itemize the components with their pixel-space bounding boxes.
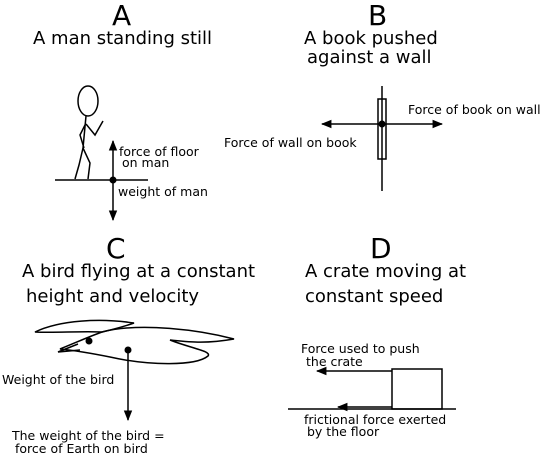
- panel-a-title: A man standing still: [33, 28, 213, 49]
- panel-d-letter: D: [370, 232, 392, 265]
- panel-c-title-line2: height and velocity: [26, 286, 200, 307]
- bird-body: [59, 326, 235, 365]
- man-left-arm: [79, 124, 86, 149]
- label-push-1: Force used to push: [301, 341, 420, 356]
- panel-d-title-line1: A crate moving at: [305, 261, 467, 282]
- panel-c-title-line1: A bird flying at a constant: [22, 261, 256, 282]
- label-book-on-wall: Force of book on wall: [408, 102, 541, 117]
- man-right-arm: [85, 120, 104, 137]
- man-head: [77, 85, 99, 117]
- crate-box: [391, 368, 443, 410]
- man-body: [82, 115, 87, 149]
- book-rect: [377, 98, 387, 160]
- label-floor-force-2: on man: [122, 155, 170, 170]
- panel-b-title-line1: A book pushed: [304, 28, 438, 49]
- book-wall-figure: [320, 86, 444, 191]
- bird-figure: [34, 319, 235, 422]
- man-right-leg: [82, 147, 91, 180]
- label-friction-2: by the floor: [307, 424, 380, 439]
- bird-eye: [85, 337, 93, 345]
- label-friction-1: frictional force exerted: [304, 412, 447, 427]
- bird-beak: [57, 343, 81, 353]
- label-weight-man: weight of man: [118, 184, 208, 199]
- crate-figure: [288, 366, 456, 412]
- panel-c-letter: C: [106, 232, 126, 265]
- panel-b-title-line2: against a wall: [307, 47, 432, 68]
- man-figure: [55, 85, 148, 222]
- bird-wing: [34, 319, 135, 334]
- panel-b-letter: B: [368, 0, 388, 32]
- label-bird-note-line1: The weight of the bird =: [12, 428, 165, 443]
- label-bird-note-line2: force of Earth on bird: [15, 441, 148, 456]
- label-bird-weight: Weight of the bird: [2, 372, 115, 387]
- label-wall-on-book: Force of wall on book: [224, 135, 357, 150]
- man-left-leg: [74, 147, 84, 180]
- label-push-2: the crate: [306, 354, 363, 369]
- panel-d-title-line2: constant speed: [305, 286, 444, 307]
- panel-a-letter: A: [112, 0, 132, 32]
- label-floor-force-1: force of floor: [119, 144, 199, 159]
